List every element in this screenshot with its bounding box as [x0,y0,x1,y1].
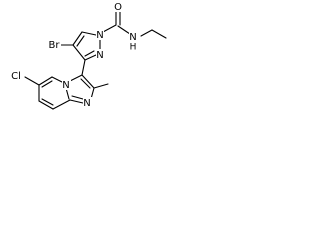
atom-cl: Cl [11,71,21,82]
bond-n2-c3 [84,54,97,61]
bond-n1-cam [102,24,117,33]
bond-nh-ch2 [140,29,153,37]
atom-br: Br [49,40,61,51]
atom-n-bridge: N [62,80,69,91]
bond-c7-c8-double [41,98,54,106]
atom-n-pyrazole-1: N [96,30,103,41]
bond-cam-nh [117,25,131,35]
atom-h: H [130,43,137,53]
atom-n-pyrazole-2: N [96,50,103,61]
atom-labels: Br N N O N H Cl N N [9,1,138,109]
bond-c5-c6 [38,76,53,86]
bond-c3-n4 [69,74,83,82]
pyridine-ring [38,76,71,110]
bond-c6-cl [24,76,40,86]
bond-c4-c5-double [76,35,85,47]
bond-c2-methyl [93,83,109,89]
pyrazole-ring [72,31,101,61]
bond-c8a-n1-double [71,95,84,100]
bond-n4-c5 [51,76,63,83]
atom-nh: N [129,32,136,43]
bond-c2-c3 [81,74,95,89]
atom-n-imidazole: N [83,98,90,109]
carboxamide-group [102,11,167,39]
bond-c3-c4 [72,44,86,61]
atom-o: O [114,2,122,13]
bond-c2-c3-double [80,78,91,89]
bond-c7-c8 [38,100,54,110]
molecule-structure-diagram: Br N N O N H Cl N N [9,1,167,110]
bond-n2-c3-double [84,50,95,57]
bond-c8-c8a [52,99,71,110]
bond-c5-n1 [81,31,97,36]
bond-ch2-ch3 [151,29,167,39]
bond-c4-c5 [72,31,83,46]
bond-c5-c6-double [41,80,53,88]
bond-c8a-n1 [69,99,84,104]
bond-pyrazole-imidazo [81,59,86,76]
